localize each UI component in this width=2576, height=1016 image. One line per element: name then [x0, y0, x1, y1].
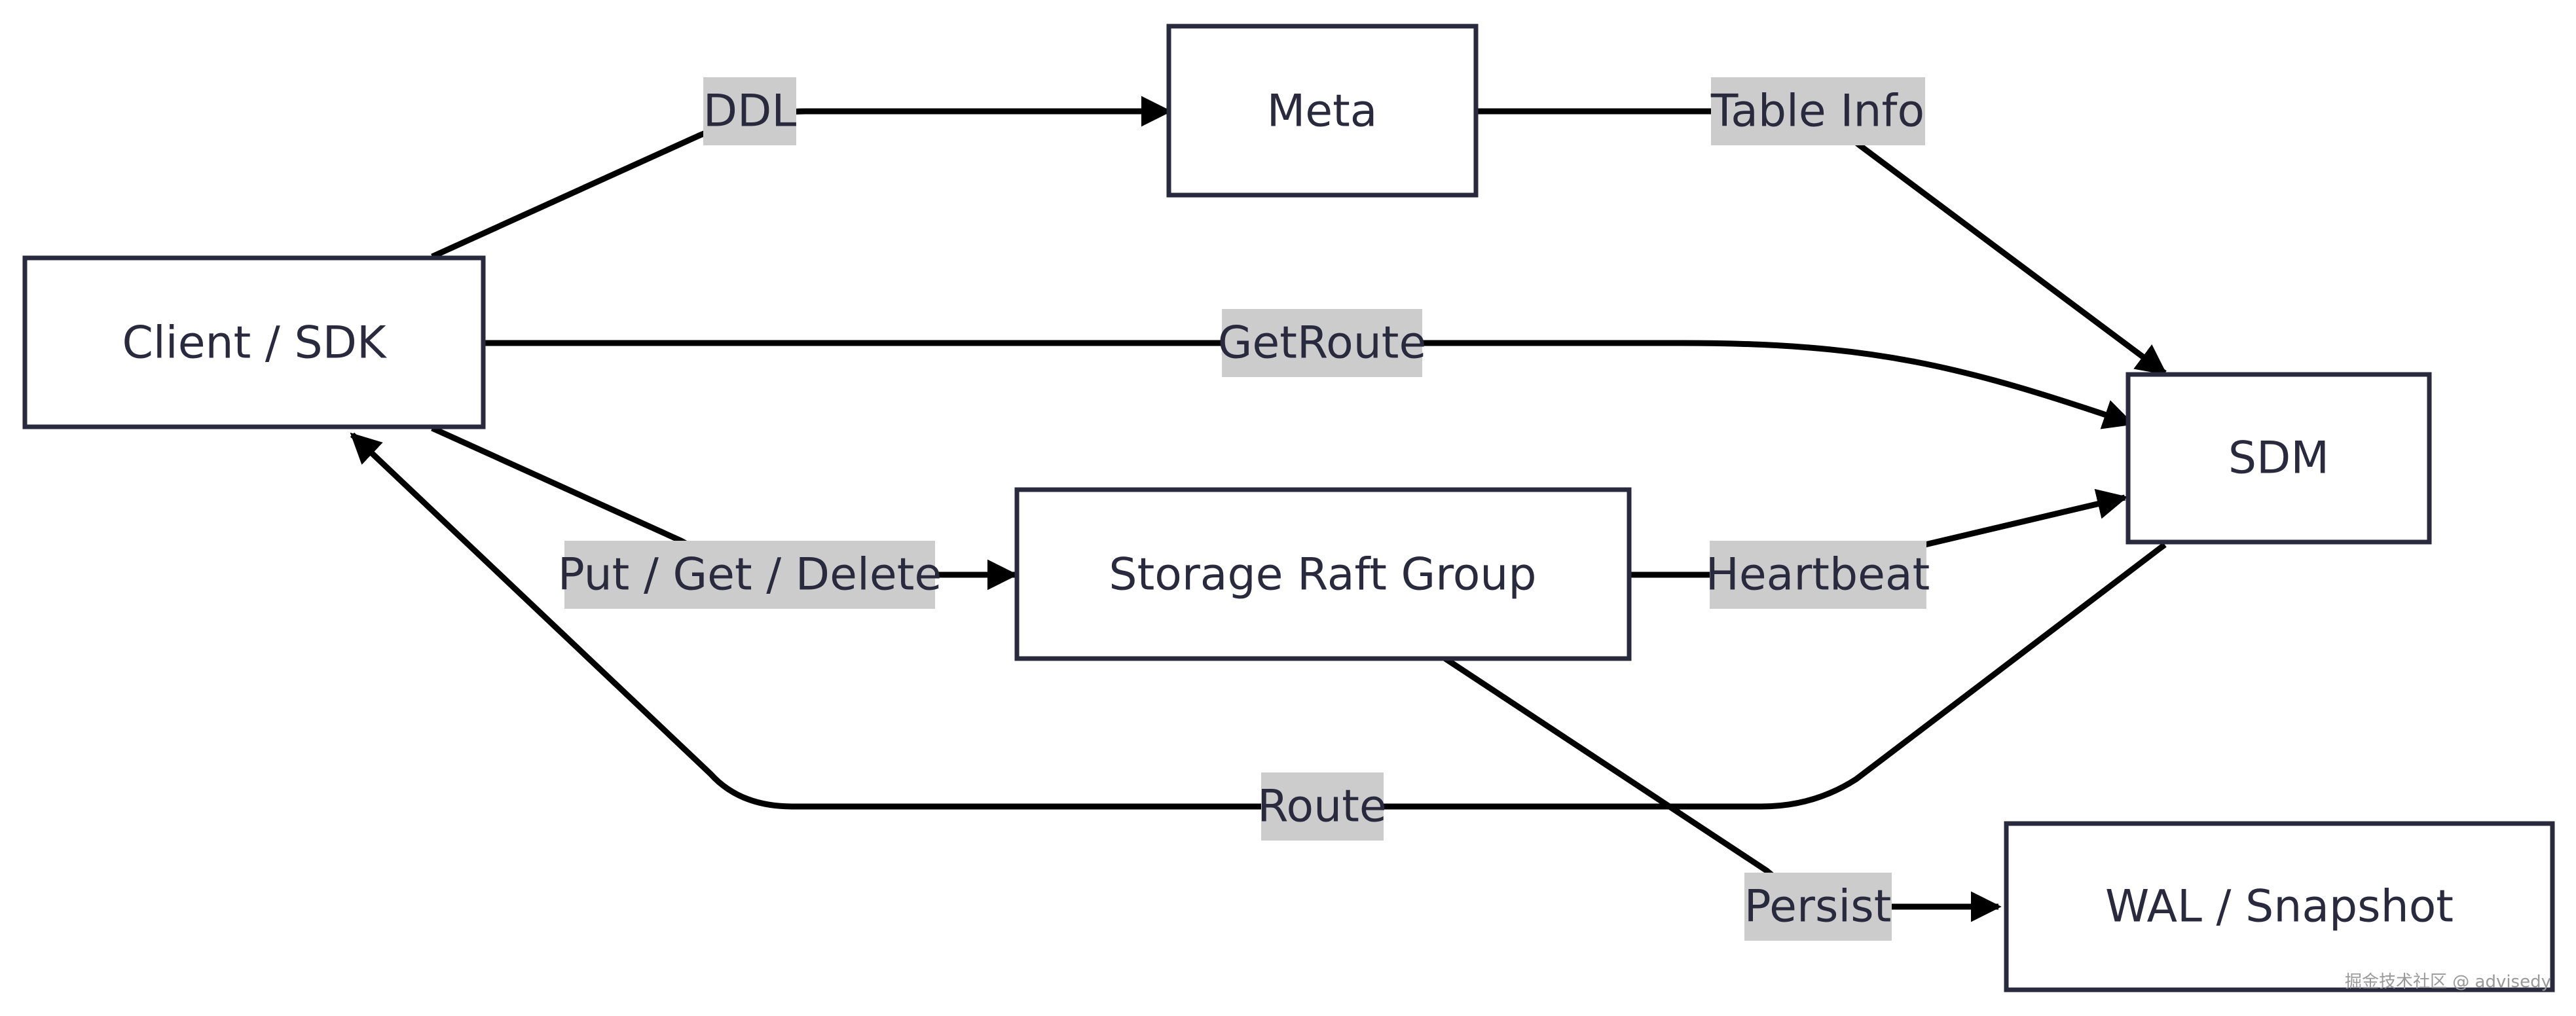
label-ddl: DDL [703, 77, 797, 145]
label-table-info: Table Info [1710, 77, 1925, 145]
svg-text:Storage Raft Group: Storage Raft Group [1109, 549, 1536, 601]
svg-text:Client / SDK: Client / SDK [122, 318, 388, 369]
label-heartbeat: Heartbeat [1706, 541, 1930, 609]
svg-text:SDM: SDM [2228, 433, 2329, 484]
svg-text:Put / Get / Delete: Put / Get / Delete [558, 549, 942, 601]
svg-text:Meta: Meta [1267, 86, 1378, 137]
edge-storage-to-wal [1443, 656, 2002, 922]
edge-client-to-meta [431, 96, 1172, 260]
svg-text:Table Info: Table Info [1710, 86, 1924, 137]
svg-text:GetRoute: GetRoute [1218, 318, 1427, 369]
edge-sdm-to-client [350, 432, 2167, 810]
node-sdm[interactable]: SDM [2125, 372, 2432, 545]
svg-text:Persist: Persist [1744, 881, 1892, 933]
svg-text:DDL: DDL [703, 86, 797, 137]
nodes: Client / SDK Meta SDM Storage Raft Group… [22, 24, 2555, 992]
node-wal-snapshot[interactable]: WAL / Snapshot [2004, 821, 2555, 992]
svg-text:Heartbeat: Heartbeat [1706, 549, 1930, 601]
edge-meta-to-sdm [1476, 108, 2167, 376]
node-client-sdk[interactable]: Client / SDK [22, 255, 486, 429]
label-put-get-delete: Put / Get / Delete [558, 541, 942, 609]
label-get-route: GetRoute [1218, 309, 1427, 377]
label-persist: Persist [1744, 873, 1892, 941]
watermark: 掘金技术社区 @ advisedy [2345, 972, 2551, 992]
node-storage-raft-group[interactable]: Storage Raft Group [1014, 487, 1632, 661]
svg-text:Route: Route [1257, 781, 1386, 833]
node-meta[interactable]: Meta [1166, 24, 1479, 198]
edge-client-to-sdm [483, 340, 2135, 429]
edge-labels: DDL Table Info GetRoute Put / Get / Dele… [558, 77, 1930, 941]
svg-text:WAL / Snapshot: WAL / Snapshot [2105, 881, 2454, 933]
label-route: Route [1257, 772, 1387, 841]
